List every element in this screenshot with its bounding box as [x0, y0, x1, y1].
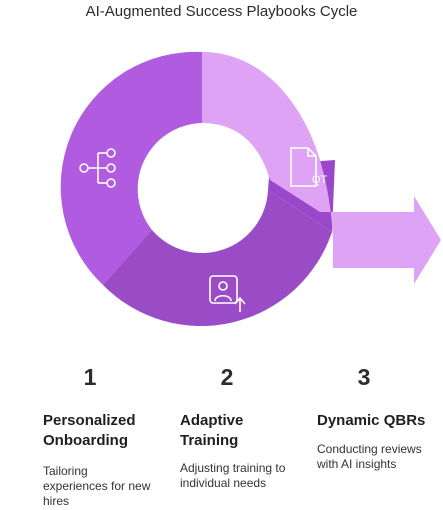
step-3-title-line-1: Dynamic QBRs [317, 412, 426, 429]
segment-adaptive-training [103, 190, 332, 327]
cycle-diagram: QT [60, 51, 441, 327]
step-1-title: Personalized Onboarding [43, 411, 136, 451]
step-3-number: 3 [357, 364, 371, 390]
step-2-title: Adaptive Training [180, 411, 243, 451]
step-2-number: 2 [220, 364, 234, 390]
step-1-description: Tailoring experiences for new hires [43, 464, 150, 509]
step-2-title-line-1: Adaptive [180, 412, 244, 429]
step-2-description: Adjusting training to individual needs [180, 461, 285, 491]
step-3-desc-line-2: with AI insights [317, 457, 397, 471]
step-1-desc-line-2: experiences for new [43, 479, 151, 493]
step-2-desc-line-2: individual needs [180, 476, 267, 490]
segment-dynamic-qbrs [202, 52, 441, 284]
step-3-title: Dynamic QBRs [317, 411, 425, 431]
qt-file-icon-text: QT [312, 174, 328, 186]
step-1-desc-line-3: hires [43, 494, 70, 508]
user-upload-icon [209, 275, 246, 312]
step-1-number: 1 [83, 364, 97, 390]
step-2-desc-line-1: Adjusting training to [180, 461, 286, 475]
segment-personalized-onboarding [60, 51, 203, 286]
network-icon [79, 148, 116, 188]
step-1-desc-line-1: Tailoring [43, 464, 88, 478]
step-3-desc-line-1: Conducting reviews [317, 442, 422, 456]
step-1-title-line-1: Personalized [43, 412, 136, 429]
diagram-title: AI-Augmented Success Playbooks Cycle [85, 3, 358, 20]
step-1-title-line-2: Onboarding [43, 432, 128, 449]
step-2-title-line-2: Training [180, 432, 239, 449]
step-3-description: Conducting reviews with AI insights [317, 442, 422, 472]
qt-file-icon [290, 147, 317, 187]
